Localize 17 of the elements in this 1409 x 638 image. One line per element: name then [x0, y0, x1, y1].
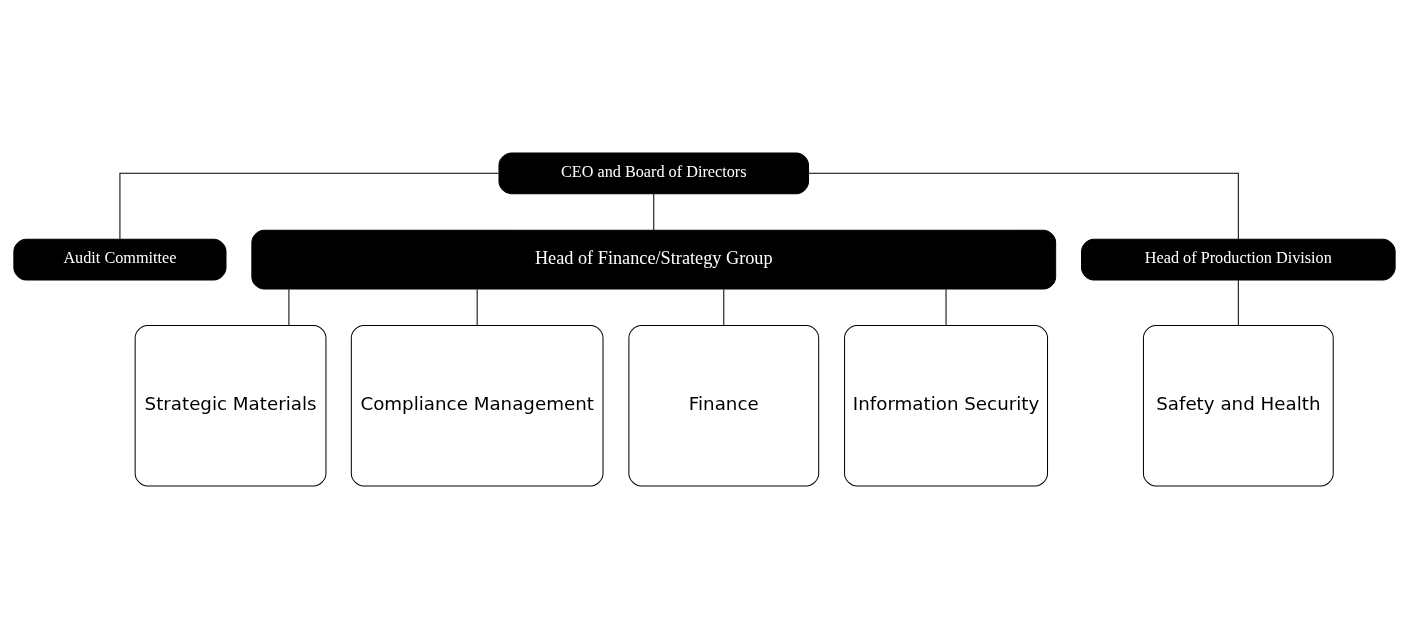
- node-box: Head of Finance/Strategy Group: [251, 229, 1057, 290]
- node-box: Finance: [628, 324, 820, 486]
- connector: [808, 172, 1239, 240]
- node-box: Strategic Materials: [134, 324, 327, 486]
- node-box: Compliance Management: [350, 324, 604, 486]
- node-box: CEO and Board of Directors: [498, 152, 810, 194]
- connector: [119, 172, 500, 240]
- connector: [476, 288, 478, 326]
- connector: [945, 288, 947, 326]
- connector: [1237, 278, 1239, 326]
- node-box: Head of Production Division: [1081, 238, 1396, 280]
- connector: [288, 288, 290, 326]
- node-box: Safety and Health: [1142, 324, 1334, 486]
- node-box: Audit Committee: [13, 238, 227, 280]
- node-box: Information Security: [844, 324, 1049, 486]
- connector: [653, 192, 655, 231]
- connector: [723, 288, 725, 326]
